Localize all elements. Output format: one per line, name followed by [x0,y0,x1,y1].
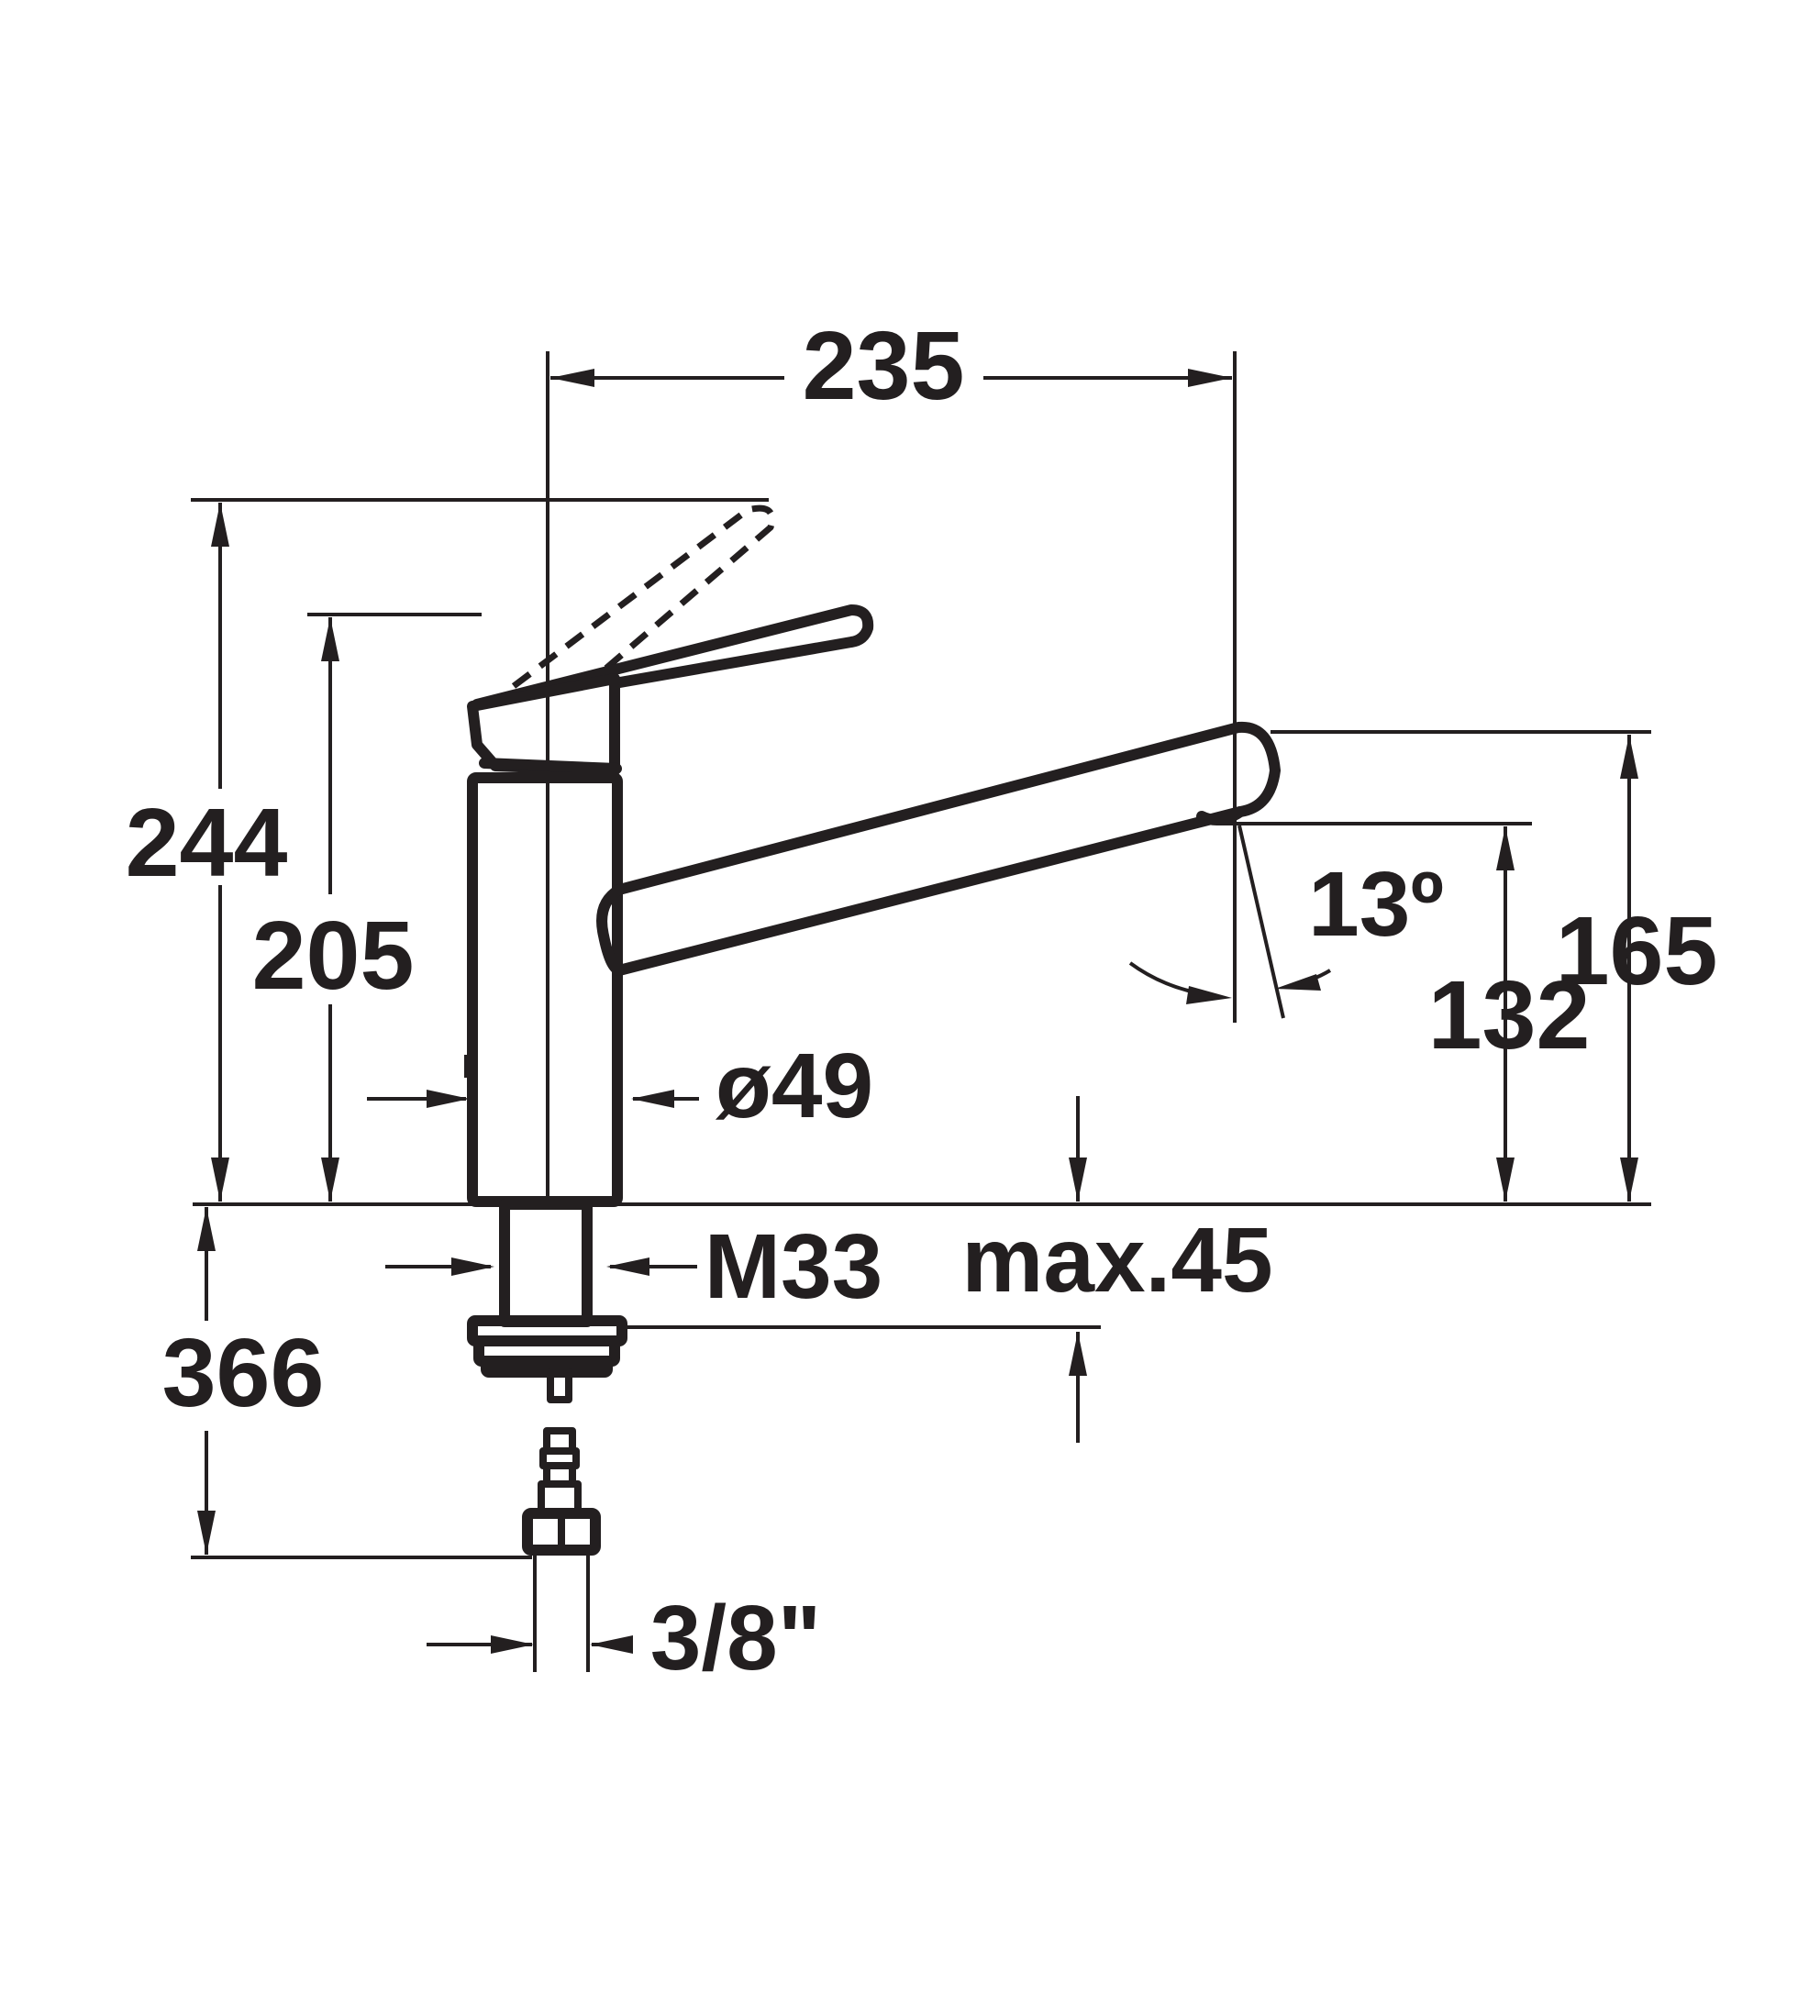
label-165: 165 [1556,897,1718,1005]
label-235: 235 [803,312,965,420]
dimension-lines [191,351,1651,1672]
faucet-body [464,504,1281,1556]
dimension-labels: 235 244 205 ø49 165 132 13º M33 max.45 3… [126,312,1718,1689]
label-max-45: max.45 [961,1209,1272,1312]
label-m33: M33 [705,1215,883,1318]
label-3-8-inch: 3/8" [650,1587,821,1689]
label-diameter-49: ø49 [716,1035,873,1137]
label-244: 244 [126,789,288,897]
label-205: 205 [252,902,415,1010]
label-132: 132 [1428,961,1591,1069]
label-13-degree: 13º [1308,853,1444,956]
label-366: 366 [162,1319,325,1427]
